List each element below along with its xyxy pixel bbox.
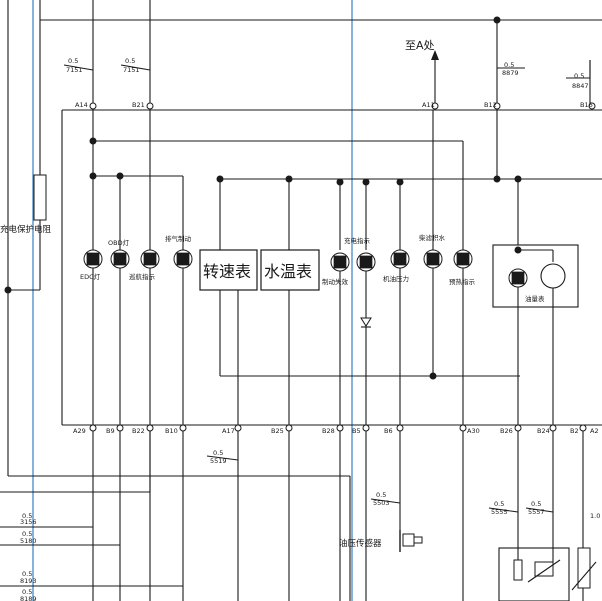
tachometer [199,249,258,291]
lamp-label: 排气制动 [165,234,192,243]
pin-label: B6 [384,427,393,435]
resistor-right [571,547,597,591]
bottom-connector-pins: A29 B9 B22 B10 A17 B25 B28 B5 B6 A30 B26… [73,424,599,435]
pin-label: B26 [500,427,513,435]
pin-label: A30 [467,427,480,435]
oil-sensor-label: 油压传感器 [339,538,382,549]
pin [146,102,154,110]
lamp-cruise [140,249,160,269]
pin-label: B2 [570,427,579,435]
pin-label: B10 [165,427,178,435]
wire-gauge: 0.5 [494,500,504,508]
pin-label: A11 [422,101,435,109]
wire-gauge: 0.5 [376,491,386,499]
lamp-label: 巡航指示 [129,272,156,281]
pin-label: B22 [132,427,145,435]
wire-gauge: 0.5 [213,449,223,457]
wire-gauge: 0.5 [68,57,78,65]
pin-label: B12 [484,101,497,109]
junction-node [4,286,12,294]
leader [488,507,519,513]
wire-code: 5503 [373,499,390,507]
leader [120,64,151,71]
fuel-gauge-label: 油量表 [525,294,545,303]
wire-gauge: 0.5 [504,61,514,69]
tachometer-label: 转速表 [203,262,251,281]
lamp-brake-fail [330,252,350,272]
lamp-label: 机油压力 [383,274,409,283]
wire-code: 7151 [123,66,140,74]
wire-code: 7151 [66,66,83,74]
wire-code: 8193 [20,577,37,585]
wire-code: 5555 [491,508,508,516]
wire-code: 5519 [210,457,227,465]
wire-gauge: 0.5 [22,588,32,596]
lamp-oil-pressure [390,249,410,269]
pin-label: B9 [106,427,115,435]
leader [206,455,239,461]
lamp-charge [356,252,376,272]
wire-code: 5557 [528,508,545,516]
fuel-meter-icon [540,263,566,289]
pin-label: A14 [75,101,88,109]
wire-gauge: 0.5 [22,570,32,578]
lamp-label: 制动失效 [322,277,349,286]
wire-code: 5180 [20,537,37,545]
lamp-label: 预热指示 [449,277,476,286]
junction-node [116,172,124,180]
wire-code: 8847 [572,82,589,90]
protection-resistor [33,174,47,221]
pin-label: B16 [580,101,593,109]
water-temp-gauge [260,249,320,291]
pin [588,102,596,110]
junction-node [89,137,97,145]
pin-label: B25 [271,427,284,435]
pin-label: B21 [132,101,145,109]
wire-gauge: 1.0 [590,512,600,520]
junction-node [89,172,97,180]
fuel-sender [498,547,570,601]
leader [525,507,554,513]
pin [89,102,97,110]
pin [493,102,501,110]
wire-gauge: 0.5 [22,530,32,538]
wire-gauge: 0.5 [22,512,32,520]
lamp-preheat [453,249,473,269]
lamp-label: EDC灯 [80,272,101,281]
wire-gauge: 0.5 [125,57,135,65]
lamp-label: 充电指示 [344,236,371,245]
lamp-water-sep [423,249,443,269]
wire-gauge: 0.5 [531,500,541,508]
lamp-edc [83,249,103,269]
lamp-fuel [508,268,528,288]
lamp-label: OBD灯 [108,238,130,247]
pin [431,102,439,110]
resistor-label: 充电保护电阻 [0,224,52,235]
leader [370,498,401,504]
pin-label: A2 [590,427,599,435]
oil-pressure-sensor [399,530,423,552]
to-a-label: 至A处 [405,39,435,52]
pin-label: B24 [537,427,550,435]
pin-label: B28 [322,427,335,435]
pin-label: B5 [352,427,361,435]
pin-label: A29 [73,427,86,435]
water-temp-label: 水温表 [264,262,312,281]
arrow-up-icon [431,50,439,60]
wire-code: 8879 [502,69,519,77]
wire-gauge: 0.5 [574,72,584,80]
wire-code: 8189 [20,595,37,601]
diode-icon [360,317,372,327]
pin-label: A17 [222,427,235,435]
lamp-obd [110,249,130,269]
leader [63,64,94,71]
lamp-label: 柴滤积水 [419,233,446,242]
lamp-exhaust-brake [173,249,193,269]
wire-code: 3156 [20,518,37,526]
